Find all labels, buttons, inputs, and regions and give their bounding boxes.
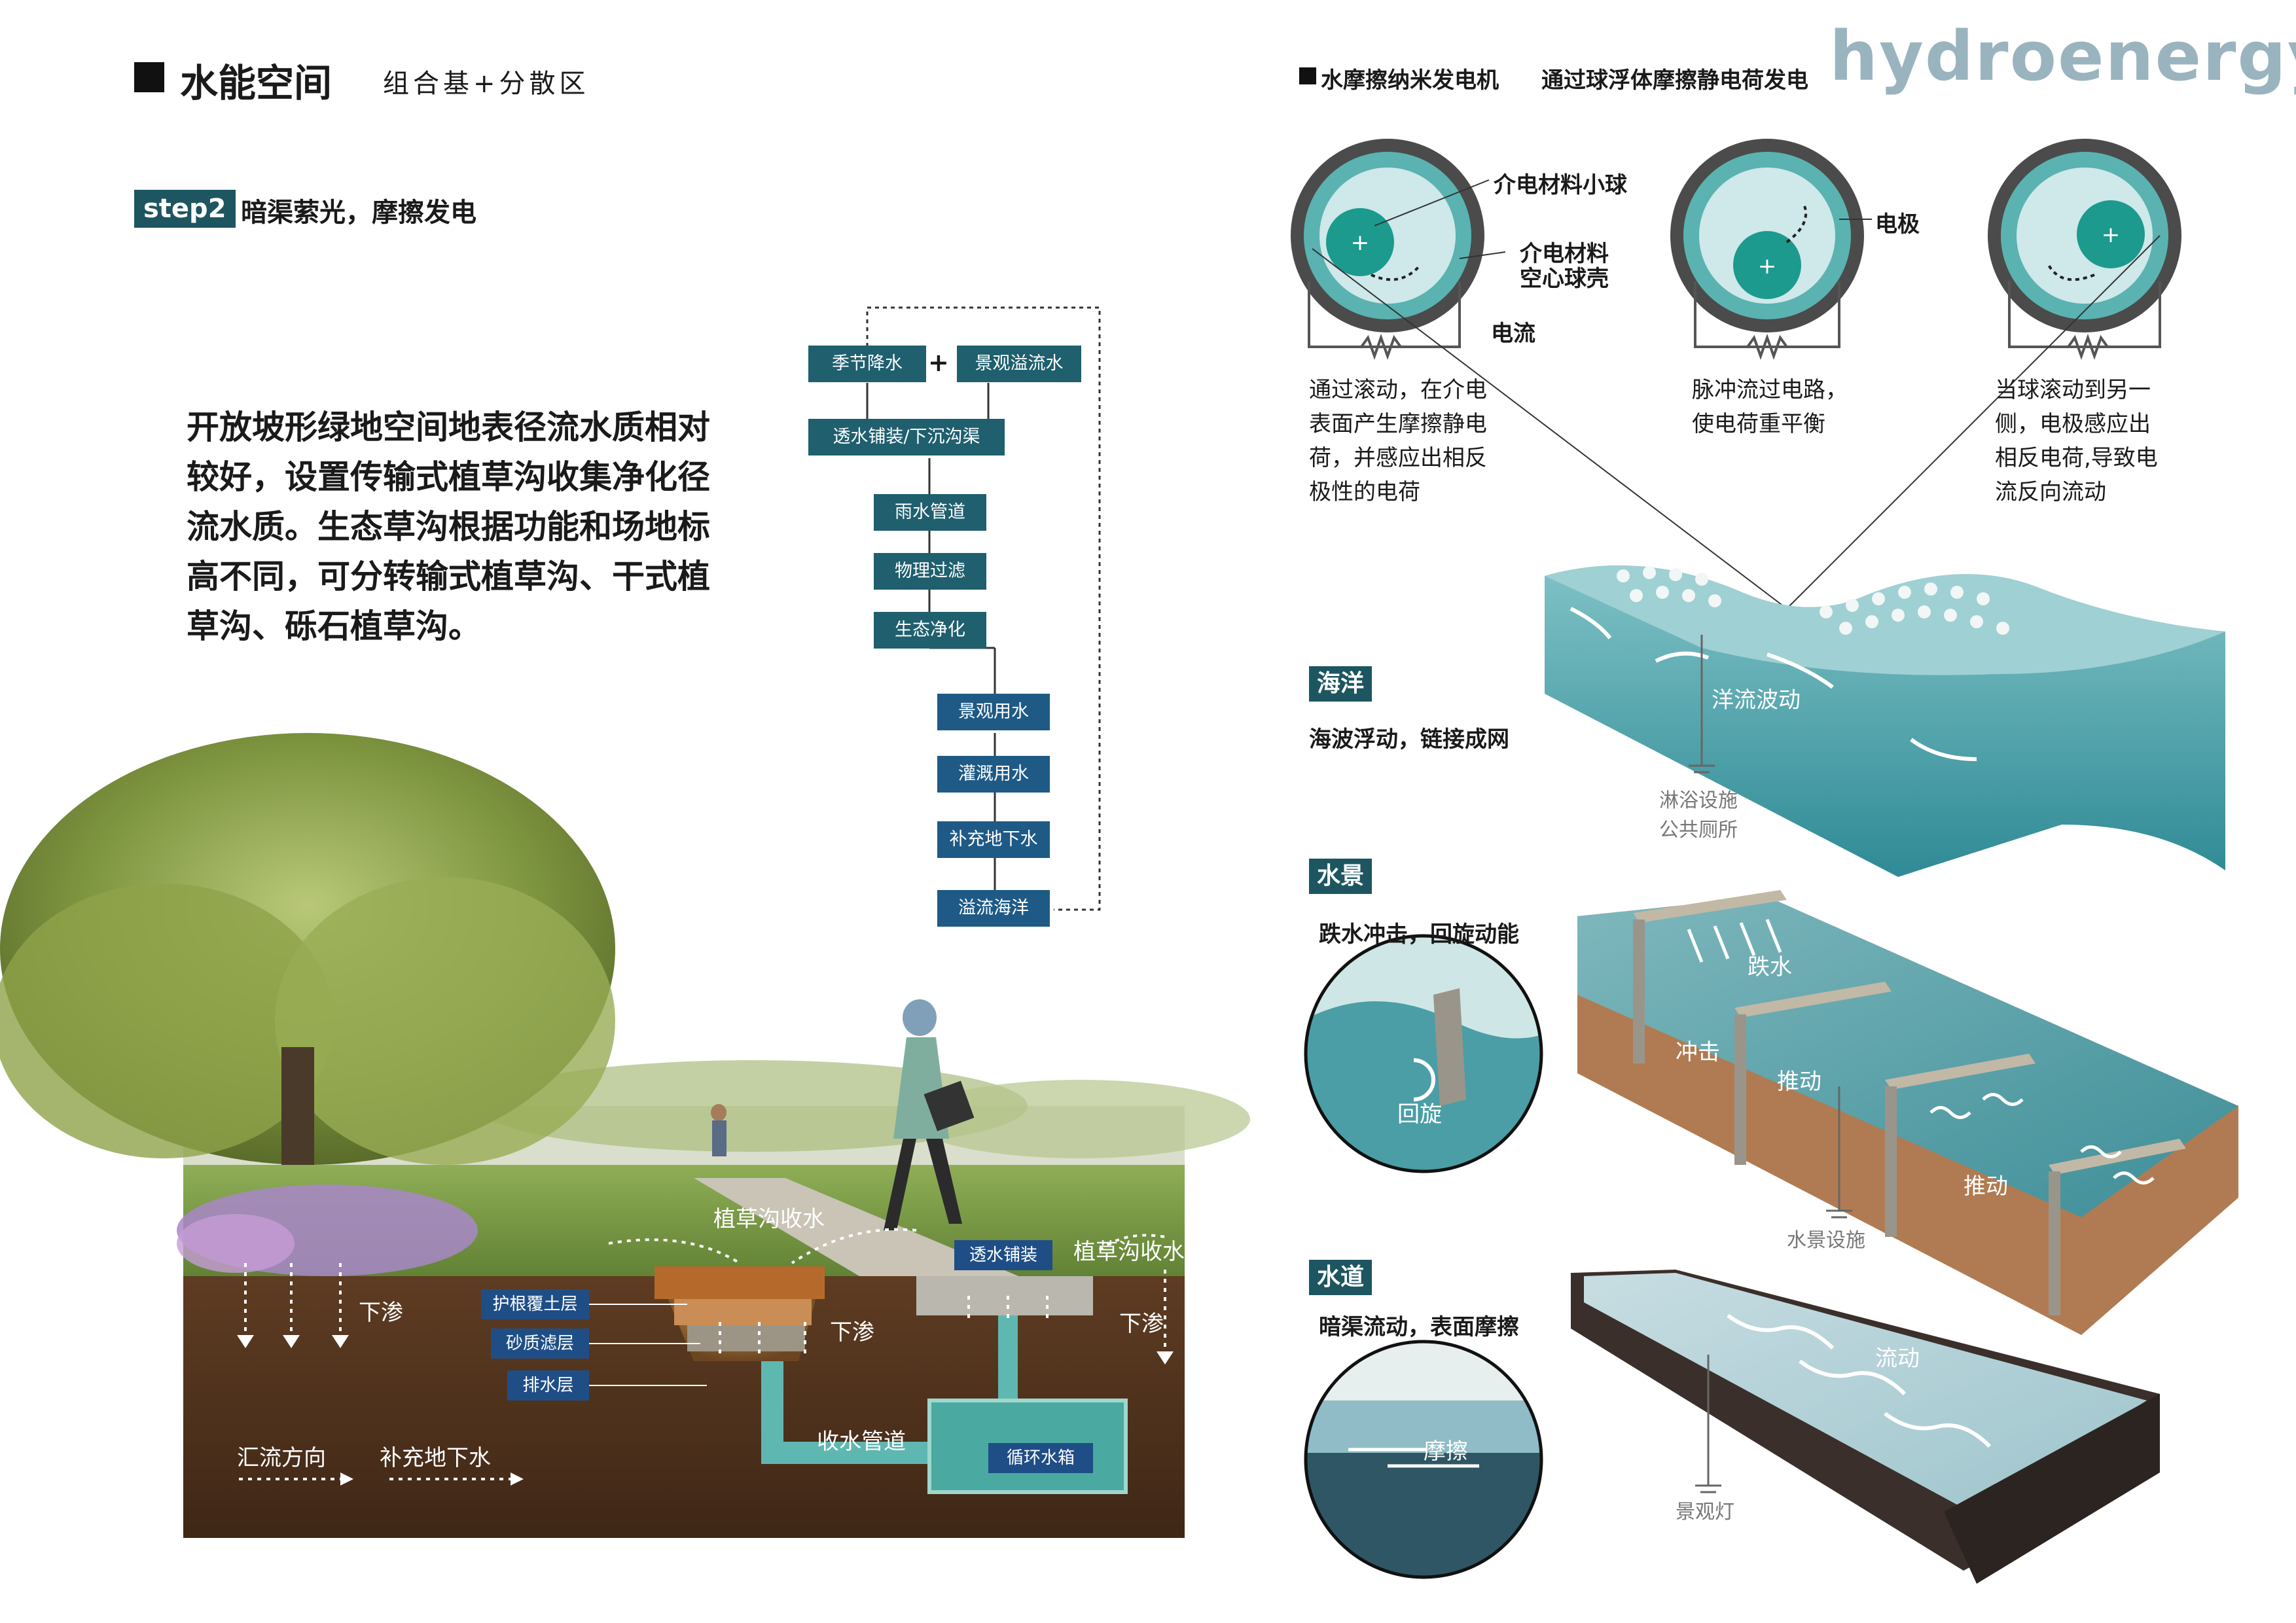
infiltrate-label-1: 下渗 [359,1300,403,1326]
waterscape-inset-label: 回旋 [1397,1101,1442,1128]
caption-line: 相反电荷,导致电 [1995,445,2158,471]
flow-plus: + [928,348,949,377]
caption-line: 使电荷重平衡 [1692,411,1825,437]
title-square-icon [134,62,164,92]
flow-box-ocean-overflow: 溢流海洋 [937,890,1050,927]
paragraph-line: 高不同，可分转输式植草沟、干式植 [187,558,710,596]
flow-direction-label: 汇流方向 [237,1445,326,1471]
waterscape-label-impact: 冲击 [1676,1039,1720,1065]
caption-step-1: 通过滚动，在介电 表面产生摩擦静电 荷，并感应出相反 极性的电荷 [1309,373,1487,509]
recharge-label: 补充地下水 [380,1445,491,1471]
flow-box-eco-purify: 生态净化 [874,612,986,649]
right-title-square-icon [1299,67,1316,84]
channel-inset-label: 摩擦 [1424,1438,1468,1465]
step-badge: step2 [134,190,236,228]
caption-step-3: 当球滚动到另一 侧，电极感应出 相反电荷,导致电 流反向流动 [1995,373,2158,509]
page-title: 水能空间 [180,61,332,105]
paragraph-line: 较好，设置传输式植草沟收集净化径 [187,458,710,496]
permeable-paving-label: 透水铺装 [954,1240,1052,1270]
svg-text:+: + [1758,253,1777,279]
flow-box-seasonal-rain: 季节降水 [808,346,926,382]
waterscape-facility: 水景设施 [1787,1229,1865,1252]
paragraph-line: 开放坡形绿地空间地表径流水质相对 [187,408,710,446]
tank-label: 循环水箱 [988,1443,1093,1473]
infiltrate-label-3: 下渗 [1119,1311,1164,1337]
label-dielectric-shell-1: 介电材料 [1520,241,1609,267]
layer-mulch: 护根覆土层 [481,1289,589,1319]
waterscape-label-push-2: 推动 [1964,1173,2008,1200]
label-dielectric-ball: 介电材料小球 [1494,172,1627,198]
intro-paragraph: 开放坡形绿地空间地表径流水质相对 较好，设置传输式植草沟收集净化径 流水质。生态… [187,402,762,651]
caption-line: 荷，并感应出相反 [1309,445,1487,471]
caption-line: 当球滚动到另一 [1995,377,2151,403]
ocean-desc: 海波浮动，链接成网 [1309,726,1509,753]
waterscape-label-drop: 跌水 [1748,954,1792,980]
channel-desc: 暗渠流动，表面摩擦 [1319,1314,1519,1340]
paragraph-line: 流水质。生态草沟根据功能和场地标 [187,508,710,546]
ocean-wave-label: 洋流波动 [1712,687,1801,713]
caption-line: 脉冲流过电路， [1692,377,1848,403]
caption-line: 侧，电极感应出 [1995,411,2151,437]
channel-facility: 景观灯 [1676,1501,1734,1524]
generator-title: 水摩擦纳米发电机 [1321,67,1499,94]
waterscape-tag: 水景 [1309,859,1372,894]
infiltrate-label-2: 下渗 [830,1319,874,1346]
caption-line: 极性的电荷 [1309,479,1420,505]
caption-step-2: 脉冲流过电路， 使电荷重平衡 [1692,373,1848,441]
page-subtitle: 组合基+分散区 [383,69,590,99]
label-dielectric-shell-2: 空心球壳 [1520,266,1609,292]
ocean-facility-1: 淋浴设施 [1659,789,1738,812]
flow-box-groundwater: 补充地下水 [937,821,1050,858]
svg-text:+: + [1351,230,1370,256]
brand-wordmark: hydroenergy [1829,16,2296,96]
flow-box-permeable-paving: 透水铺装/下沉沟渠 [808,419,1005,455]
swale-label-1: 植草沟收水 [713,1206,825,1232]
svg-text:+: + [2102,222,2121,248]
label-current: 电流 [1491,321,1535,347]
caption-line: 表面产生摩擦静电 [1309,411,1487,437]
flow-box-irrigation: 灌溉用水 [937,756,1050,793]
layer-sand: 砂质滤层 [491,1329,589,1359]
generator-subtitle: 通过球浮体摩擦静电荷发电 [1541,67,1808,94]
paragraph-line: 草沟、砾石植草沟。 [187,607,481,645]
ocean-facility-2: 公共厕所 [1659,819,1738,842]
caption-line: 流反向流动 [1995,479,2106,505]
flow-box-rain-pipe: 雨水管道 [874,494,986,531]
step-text: 暗渠萦光，摩擦发电 [241,198,476,228]
pipe-label: 收水管道 [817,1429,906,1455]
flow-box-landscape-water: 景观用水 [937,694,1050,730]
flow-box-overflow-water: 景观溢流水 [957,346,1081,382]
ocean-tag: 海洋 [1309,666,1372,702]
caption-line: 通过滚动，在介电 [1309,377,1487,403]
layer-drain: 排水层 [507,1370,589,1400]
swale-label-2: 植草沟收水 [1073,1239,1185,1265]
flow-box-physical-filter: 物理过滤 [874,553,986,590]
channel-tag: 水道 [1309,1260,1372,1295]
waterscape-label-push-1: 推动 [1777,1069,1821,1095]
channel-flow-label: 流动 [1875,1346,1920,1372]
waterscape-desc: 跌水冲击，回旋动能 [1319,921,1519,948]
label-electrode: 电极 [1875,211,1920,238]
